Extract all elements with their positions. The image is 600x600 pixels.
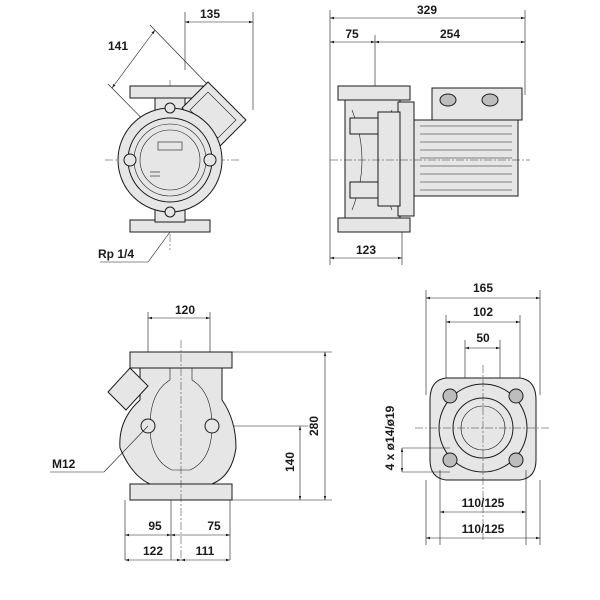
dim-4x-holes: 4 x ø14/ø19 [383,405,397,470]
dim-110-125-lower: 110/125 [462,522,505,536]
dim-122: 122 [143,544,163,558]
side-view: 329 75 254 123 [329,3,530,265]
dim-135: 135 [200,7,220,21]
dim-120: 120 [175,303,195,317]
flange-view: 165 102 50 110/125 110/125 4 x ø14/ø19 [383,281,550,545]
rear-view: M12 120 280 140 95 75 122 111 [50,303,332,562]
dim-50: 50 [476,331,490,345]
dim-111: 111 [196,544,215,558]
dim-123: 123 [356,243,376,257]
dim-110-125-upper: 110/125 [462,496,505,510]
dim-75-rear: 75 [207,519,221,533]
vent-thread-label: Rp 1/4 [98,247,134,261]
dim-95: 95 [148,519,162,533]
dim-141: 141 [108,39,128,53]
dim-254: 254 [440,27,460,41]
dim-140: 140 [283,452,297,472]
dim-280: 280 [307,416,321,436]
mount-thread-label: M12 [52,457,76,471]
front-view: Rp 1/4 135 141 [98,7,254,263]
dim-165: 165 [473,281,493,295]
dim-329: 329 [417,3,437,17]
dim-102: 102 [473,305,493,319]
dim-75-side: 75 [345,27,359,41]
motor-fins [420,125,512,191]
